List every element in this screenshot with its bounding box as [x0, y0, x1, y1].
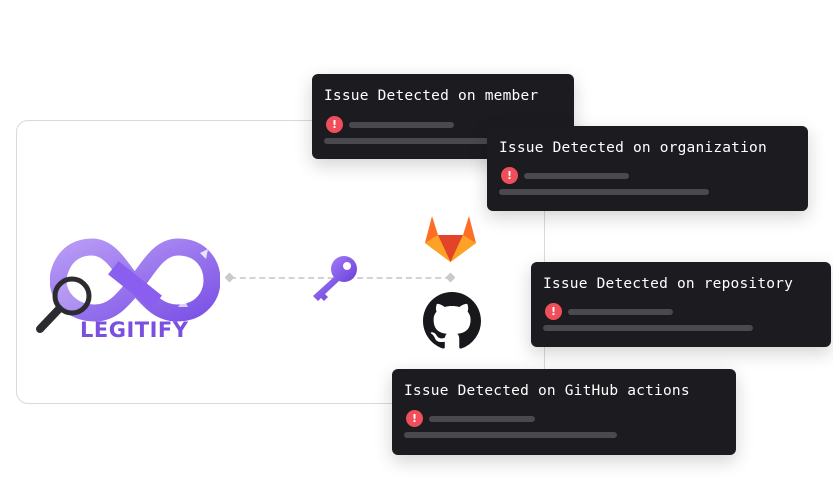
- issue-card-github-actions[interactable]: Issue Detected on GitHub actions !: [392, 369, 736, 455]
- placeholder-bar: [499, 189, 709, 195]
- placeholder-bar: [349, 122, 454, 128]
- placeholder-bar: [429, 416, 535, 422]
- infinity-logo: [50, 238, 220, 322]
- brand-name: LEGITIFY: [80, 318, 189, 342]
- card-title: Issue Detected on repository: [543, 276, 794, 292]
- card-title: Issue Detected on member: [324, 88, 539, 104]
- alert-icon: !: [501, 167, 518, 184]
- alert-icon: !: [545, 303, 562, 320]
- gitlab-icon: [425, 216, 476, 262]
- key-icon: [313, 256, 357, 301]
- alert-icon: !: [326, 116, 343, 133]
- issue-card-repository[interactable]: Issue Detected on repository !: [531, 262, 831, 347]
- github-icon: [423, 292, 481, 349]
- placeholder-bar: [324, 138, 524, 144]
- placeholder-bar: [543, 325, 753, 331]
- issue-card-organization[interactable]: Issue Detected on organization !: [487, 126, 808, 211]
- placeholder-bar: [524, 173, 629, 179]
- placeholder-bar: [404, 432, 617, 438]
- magnifier-icon: [36, 276, 92, 333]
- issue-card-member[interactable]: Issue Detected on member !: [312, 74, 574, 159]
- card-title: Issue Detected on GitHub actions: [404, 383, 690, 399]
- card-title: Issue Detected on organization: [499, 140, 767, 156]
- placeholder-bar: [568, 309, 673, 315]
- integration-panel: [16, 120, 545, 404]
- alert-icon: !: [406, 410, 423, 427]
